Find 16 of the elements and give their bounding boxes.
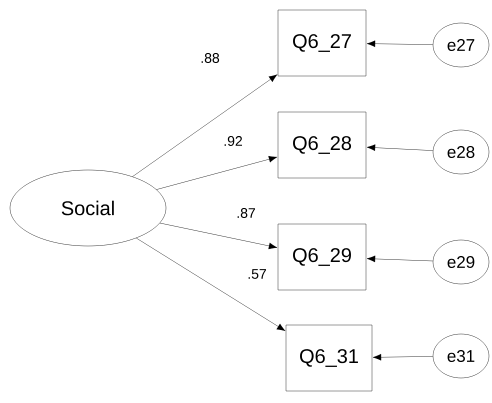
arrow <box>156 156 278 190</box>
arrow <box>366 144 434 151</box>
observed-variable-box: Q6_27 <box>278 10 366 76</box>
arrow <box>160 222 278 250</box>
observed-variable-box: Q6_28 <box>278 112 366 178</box>
observed-variable-box: Q6_29 <box>278 224 366 290</box>
arrow <box>366 40 433 48</box>
edge-label: .57 <box>248 269 266 279</box>
arrow <box>366 256 434 262</box>
edge-label: .88 <box>202 53 220 63</box>
arrow <box>372 354 434 361</box>
arrow <box>132 74 278 177</box>
arrow <box>136 238 286 331</box>
observed-variable-box: Q6_31 <box>286 324 372 392</box>
edge-label: .87 <box>238 208 255 218</box>
edge-label: .92 <box>224 136 242 146</box>
